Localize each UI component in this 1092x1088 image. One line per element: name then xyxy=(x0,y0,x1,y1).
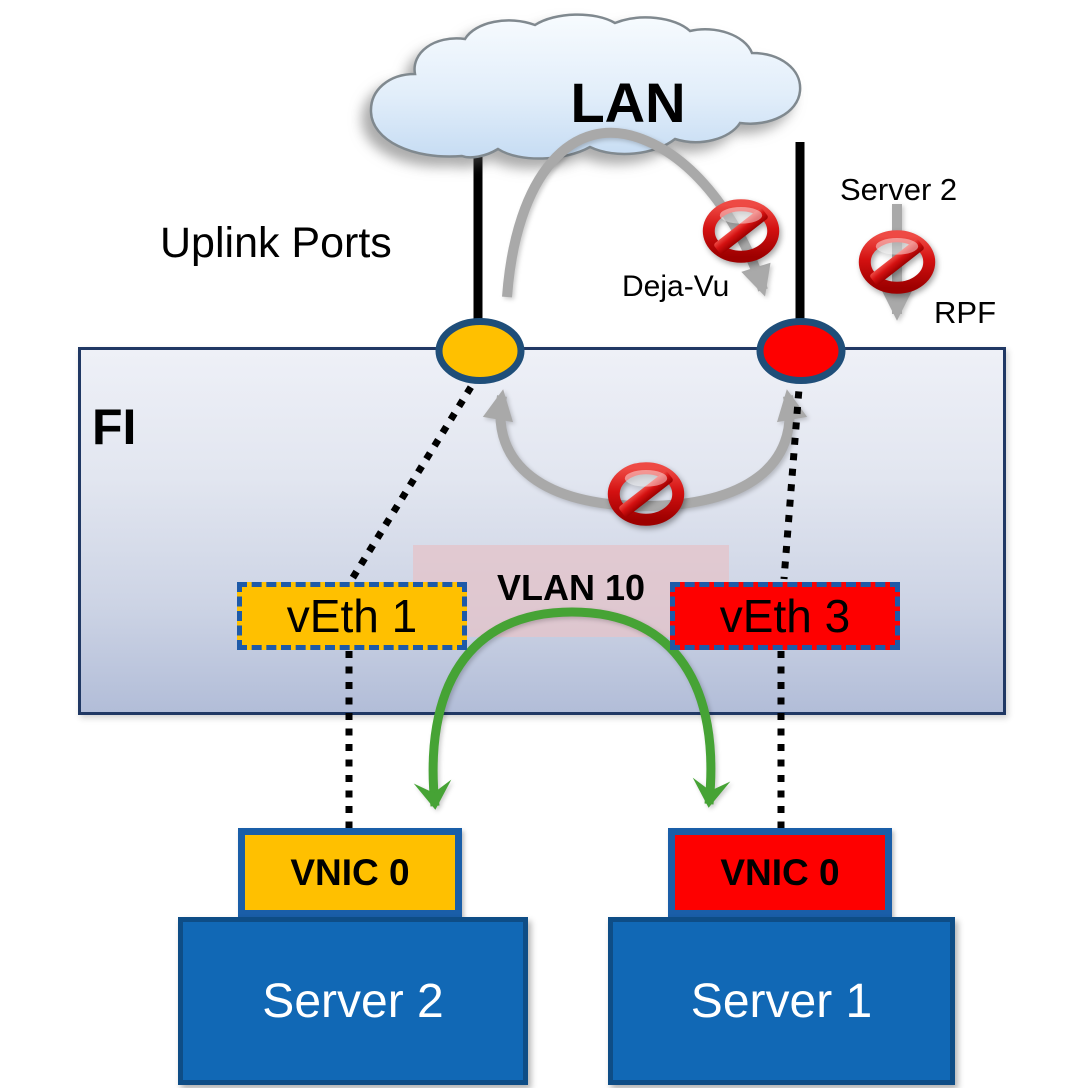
vnic0-server2-box: VNIC 0 xyxy=(238,828,462,917)
deja-vu-label: Deja-Vu xyxy=(622,270,730,303)
vnic0-server1-box: VNIC 0 xyxy=(668,828,892,917)
server2-label: Server 2 xyxy=(262,974,444,1028)
server1-box: Server 1 xyxy=(608,917,955,1085)
lan-label: LAN xyxy=(570,71,686,134)
veth3-box: vEth 3 xyxy=(670,582,900,650)
rpf-label: RPF xyxy=(934,295,996,330)
uplink-ports-label: Uplink Ports xyxy=(160,219,392,267)
no-entry-icon-deja-vu xyxy=(709,205,773,257)
veth1-box: vEth 1 xyxy=(237,582,467,650)
server2-flow-label: Server 2 xyxy=(840,172,958,207)
no-entry-icon-rpf xyxy=(865,236,929,288)
vnic0-server2-label: VNIC 0 xyxy=(290,851,410,893)
veth1-label: vEth 1 xyxy=(286,590,418,642)
veth3-label: vEth 3 xyxy=(719,590,851,642)
fi-label: FI xyxy=(92,399,137,455)
server2-box: Server 2 xyxy=(178,917,528,1085)
vnic0-server1-label: VNIC 0 xyxy=(720,851,840,893)
server1-label: Server 1 xyxy=(690,974,873,1028)
vlan10-label: VLAN 10 xyxy=(496,567,646,608)
fabric-interconnect-box xyxy=(78,347,1006,715)
